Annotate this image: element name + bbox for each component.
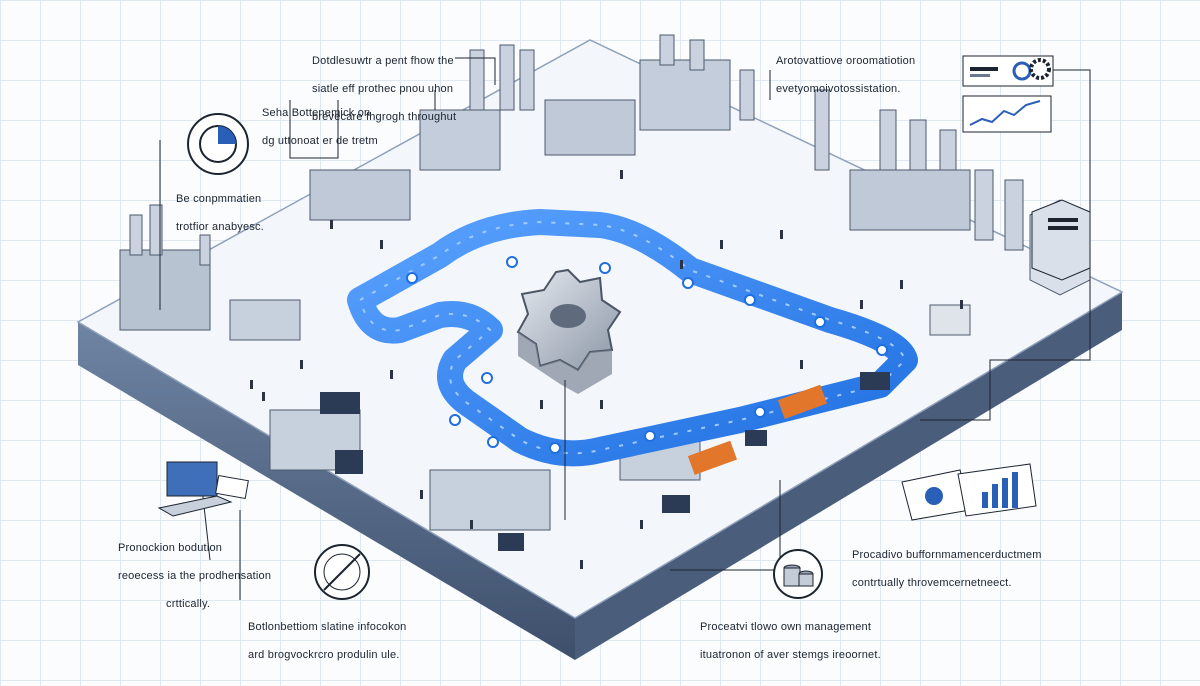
annotation-text: brevecare fhgrogh throughut [312, 111, 457, 123]
annotation-text: crttically. [166, 598, 211, 610]
annotation-text: Botlonbettiom slatine infocokon [248, 621, 407, 633]
annotation-text: evetyomoivotossistation. [776, 83, 901, 95]
annotation-text: dg uttonoat er de tretm [262, 135, 378, 147]
annotation-text: ard brogvockrcro produlin ule. [248, 649, 400, 661]
annotation-top-left: Dotdlesuwtr a pent fhow the siatle eff p… [312, 40, 462, 138]
annotation-text: Proceatvi tlowo own management [700, 621, 872, 633]
trucks [320, 372, 890, 551]
annotation-text: trotfior anabyesc. [176, 221, 264, 233]
conveyor-nodes [406, 256, 888, 454]
compass-icon [312, 542, 372, 602]
annotation-left: Be conpmmatien trotfior anabyesc. [176, 178, 316, 248]
annotation-text: contrtually throvemcernetneect. [852, 577, 1012, 589]
factory-icon [1028, 198, 1094, 283]
central-gear-icon [516, 268, 622, 394]
annotation-bottom-left-2: Botlonbettiom slatine infocokon ard brog… [248, 606, 468, 676]
settings-gears-icon[interactable] [962, 55, 1054, 87]
annotation-upper-left: Seha Bottenemick on dg uttonoat er de tr… [262, 92, 432, 162]
workers [250, 170, 963, 569]
coin-stack-icon [772, 548, 824, 600]
laptop-icon [155, 458, 250, 518]
annotation-text: Pronockion bodution [118, 542, 223, 554]
annotation-text: Be conpmmatien [176, 193, 262, 205]
line-chart-icon [962, 95, 1052, 133]
annotation-bottom-left: Pronockion bodution reoecess ia the prod… [118, 527, 298, 625]
annotation-text: Procadivo buffornmamencerductmem [852, 549, 1042, 561]
annotation-text: Seha Bottenemick on [262, 107, 371, 119]
annotation-text: Dotdlesuwtr a pent fhow the [312, 55, 454, 67]
annotation-text: Arotovattiove oroomatiotion [776, 55, 916, 67]
gauge-icon [186, 112, 250, 176]
report-chart-icon [900, 462, 1040, 522]
callout-lines [159, 57, 1091, 600]
conveyor-belt [347, 209, 918, 467]
annotation-text: ituatronon of aver stemgs ireoornet. [700, 649, 881, 661]
annotation-text: siatle eff prothec pnou uhon [312, 83, 454, 95]
annotation-top-right: Arotovattiove oroomatiotion evetyomoivot… [776, 40, 956, 110]
annotation-bottom-right: Procadivo buffornmamencerductmem contrtu… [852, 534, 1052, 604]
annotation-text: reoecess ia the prodhensation [118, 570, 272, 582]
machinery-area [119, 34, 1091, 531]
annotation-bottom-mid: Proceatvi tlowo own management ituatrono… [700, 606, 920, 676]
